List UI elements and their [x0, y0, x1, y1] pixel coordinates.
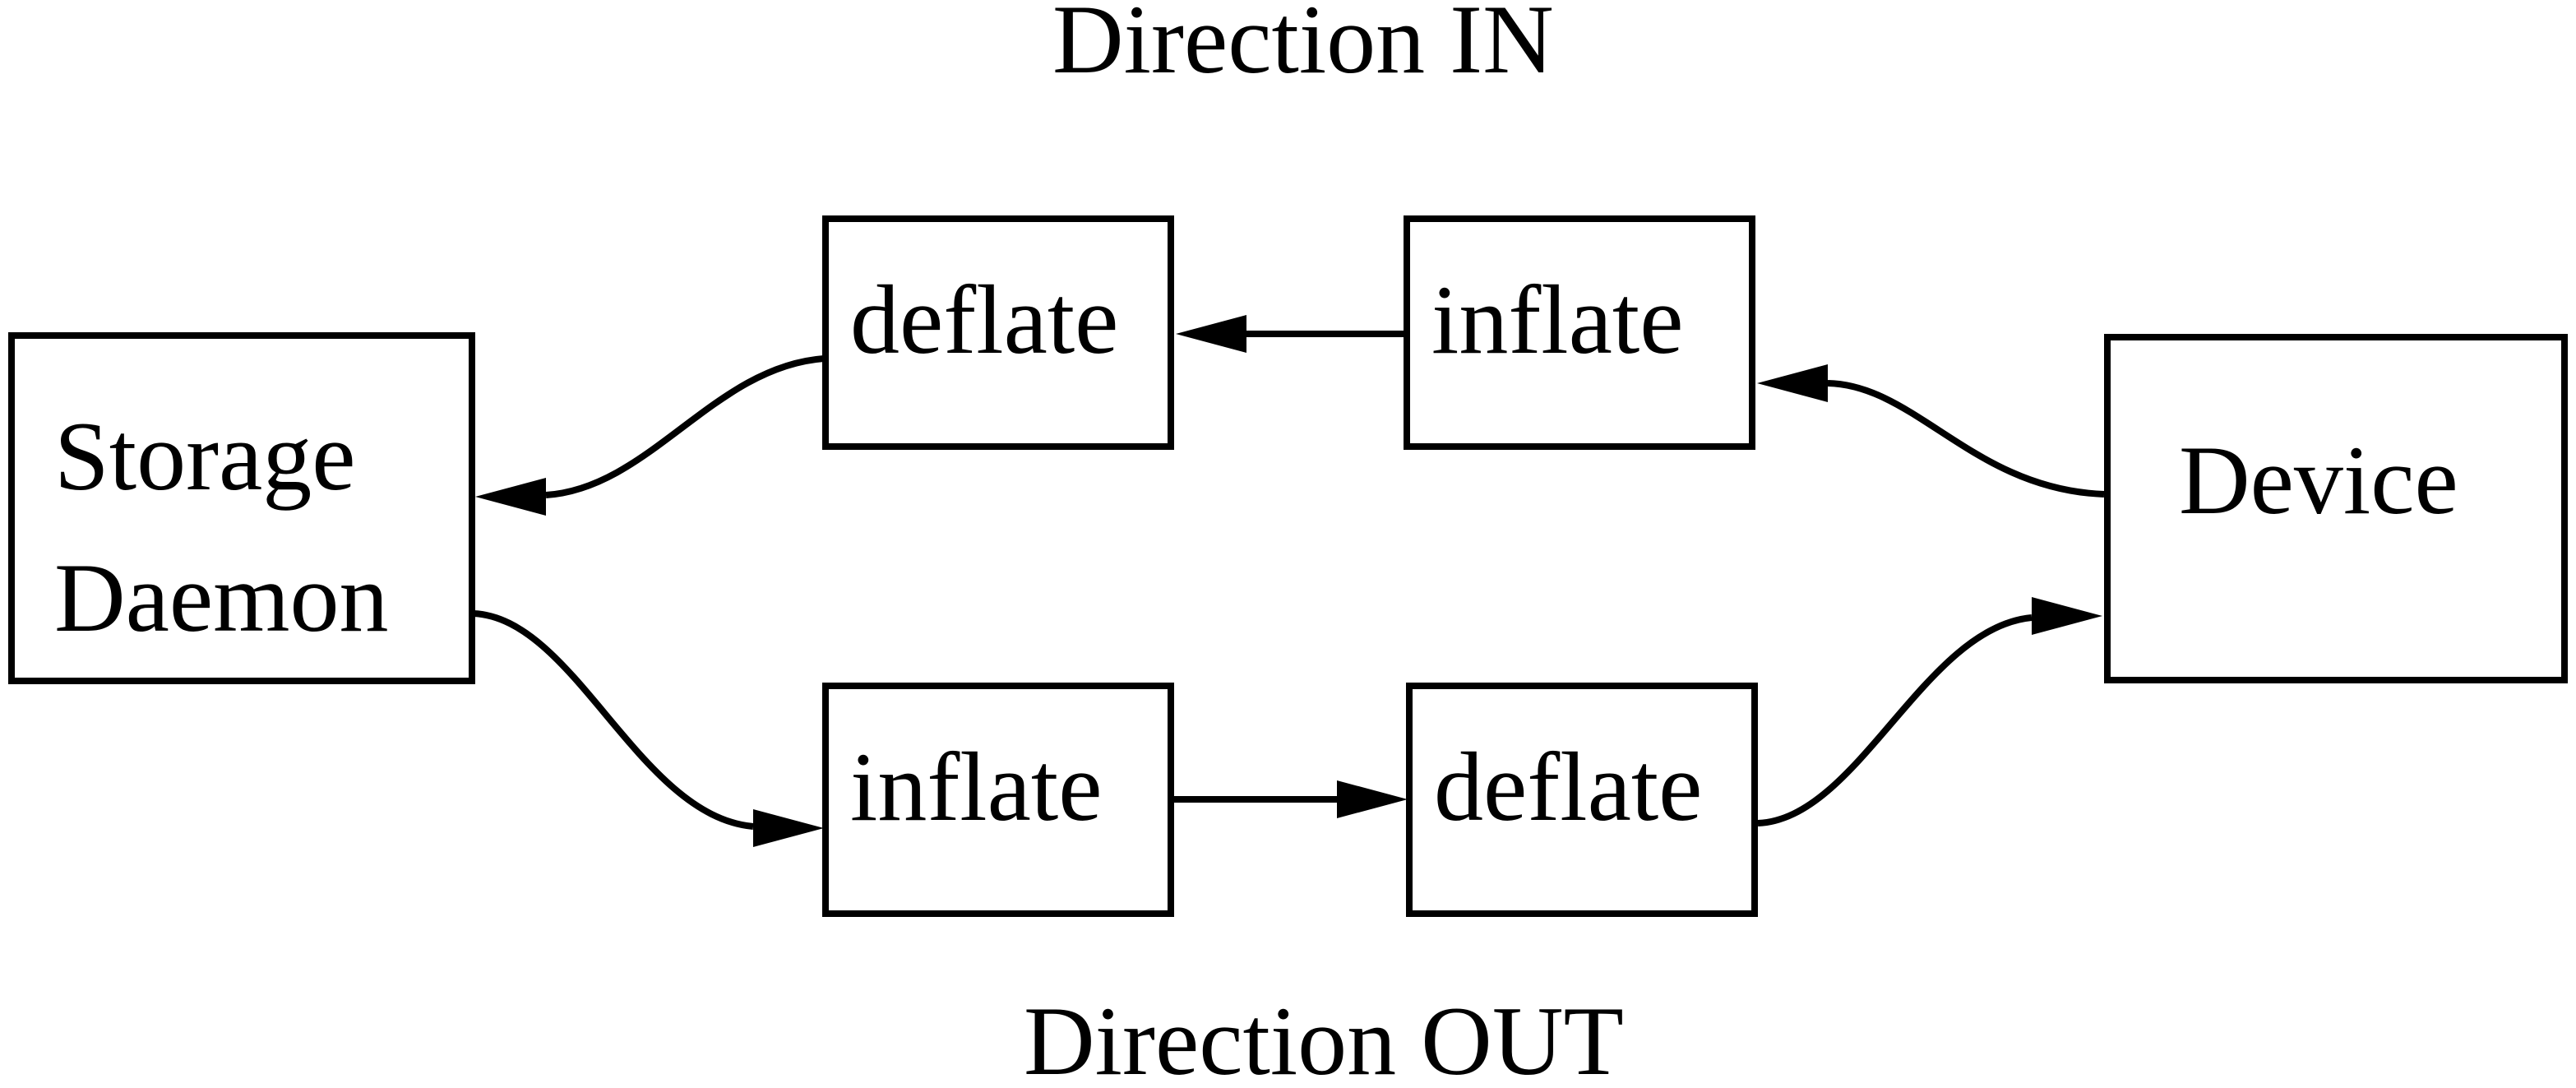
direction-in-label: Direction IN	[1052, 0, 1554, 94]
inflate-in-node: inflate	[1404, 215, 1755, 450]
arrowhead-into-inflate-out	[753, 809, 824, 847]
storage-daemon-node: Storage Daemon	[8, 332, 475, 684]
storage-daemon-line1: Storage	[54, 401, 356, 511]
edge-device-to-inflate-in	[1827, 380, 2105, 498]
edge-deflate-in-to-storage	[545, 355, 825, 498]
storage-daemon-line2: Daemon	[54, 543, 389, 652]
deflate-in-node: deflate	[822, 215, 1174, 450]
arrowhead-into-device	[2032, 597, 2102, 635]
inflate-out-node: inflate	[822, 683, 1174, 917]
arrowhead-into-deflate-out	[1337, 780, 1408, 818]
direction-out-label: Direction OUT	[1024, 986, 1624, 1088]
edge-deflate-out-to-device	[1757, 614, 2033, 826]
deflate-out-node: deflate	[1406, 683, 1758, 917]
arrowhead-into-inflate-in	[1757, 364, 1828, 402]
edge-storage-to-inflate-out	[473, 610, 754, 830]
arrowhead-into-storage	[475, 478, 546, 516]
arrowhead-into-deflate-in	[1176, 315, 1246, 353]
device-node: Device	[2104, 334, 2568, 683]
